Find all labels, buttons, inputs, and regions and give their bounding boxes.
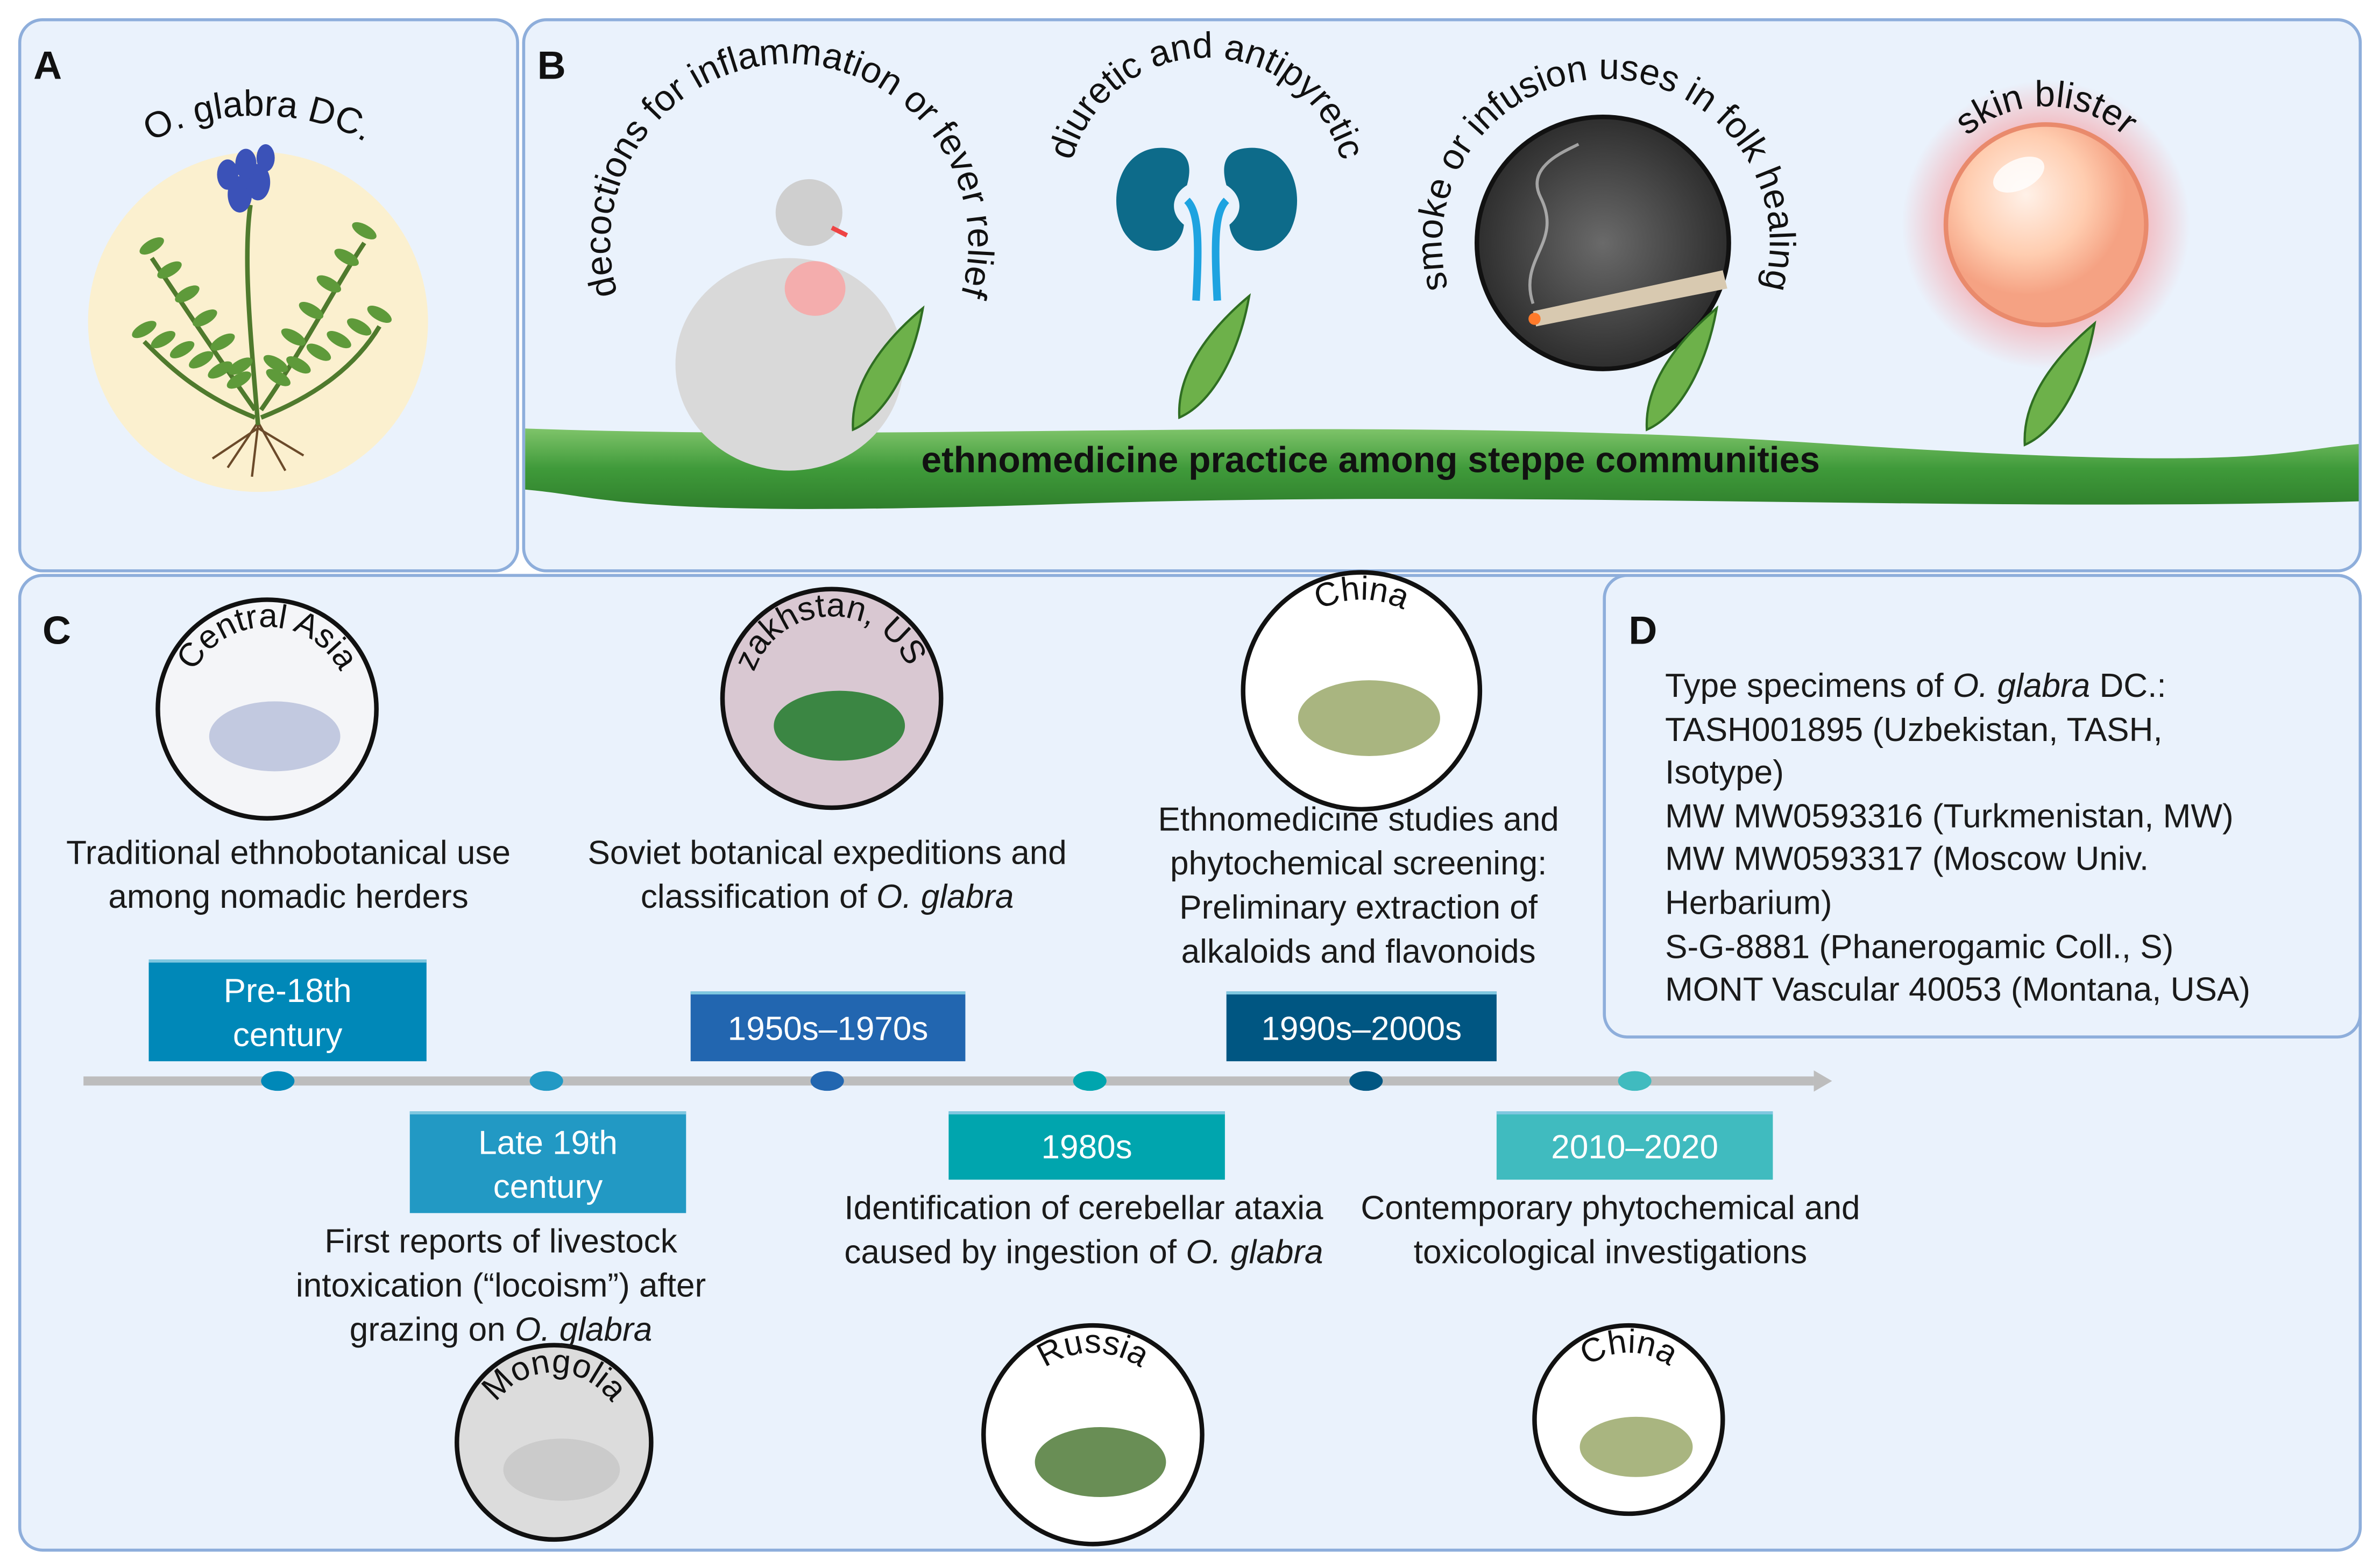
roots-icon [211, 421, 304, 477]
leaf-icons [852, 293, 2096, 447]
smoke-cigarette-icon [1474, 115, 1731, 371]
leaflets-icon [132, 222, 392, 389]
leaf-icon [852, 305, 925, 432]
panel-b-label: B [537, 42, 566, 88]
event-description: First reports of livestock intoxication … [243, 1219, 759, 1351]
region-map-central-asia: Central Asia [155, 597, 379, 821]
specimen-item: MW MW0593317 (Moscow Univ. Herbarium) [1665, 840, 2149, 922]
event-species: O. glabra [514, 1310, 653, 1349]
timeline-dot [1349, 1071, 1383, 1091]
skin-blister-icon [1902, 80, 2191, 369]
event-description: Soviet botanical expeditions and classif… [577, 830, 1078, 919]
leaf-icon [1646, 305, 1719, 432]
event-species: O. glabra [1186, 1232, 1323, 1271]
panel-c-label: C [42, 607, 71, 653]
period-box-1950s-1970s: 1950s–1970s [690, 991, 966, 1062]
plant-backdrop [88, 152, 428, 492]
panel-d [1603, 574, 2362, 1039]
event-description: Traditional ethnobotanical use among nom… [23, 830, 554, 919]
event-text: Traditional ethnobotanical use among nom… [66, 833, 511, 916]
specimen-item: MW MW0593316 (Turkmenistan, MW) [1665, 796, 2234, 835]
event-species: O. glabra [876, 877, 1014, 916]
period-box-late-19th: Late 19th century [409, 1111, 686, 1213]
period-box-1980s: 1980s [948, 1111, 1225, 1180]
specimen-item: MONT Vascular 40053 (Montana, USA) [1665, 970, 2250, 1008]
timeline-dot [1073, 1071, 1107, 1091]
person-coughing-icon [675, 179, 903, 471]
region-map-russia: Russia [981, 1323, 1205, 1547]
period-label: 1950s–1970s [727, 1008, 929, 1047]
heading-suffix: DC.: [2090, 666, 2166, 705]
kidneys-icon [1116, 147, 1298, 301]
type-specimens-list: Type specimens of O. glabra DC.: TASH001… [1665, 665, 2272, 1012]
banner-text: ethnomedicine practice among steppe comm… [922, 440, 1820, 480]
timeline-dot [810, 1071, 844, 1091]
event-text: Identification of cerebellar ataxia caus… [844, 1189, 1323, 1271]
timeline-arrow-icon [1814, 1070, 1832, 1092]
region-map-china: China [1532, 1323, 1725, 1516]
event-description: Contemporary phytochemical and toxicolog… [1348, 1186, 1873, 1274]
event-text: First reports of livestock intoxication … [295, 1222, 706, 1349]
specimen-item: S-G-8881 (Phanerogamic Coll., S) [1665, 927, 2174, 965]
leaf-icon [1178, 293, 1251, 420]
period-label: Pre-18th century [223, 971, 352, 1053]
plant-illustration: O. glabra DC. [88, 83, 428, 492]
region-map-china: China [1241, 570, 1483, 812]
green-stem-band [525, 428, 2359, 509]
event-text: Ethnomedicine studies and phytochemical … [1158, 800, 1559, 970]
panel-d-label: D [1628, 607, 1658, 653]
period-label: 2010–2020 [1551, 1128, 1719, 1166]
period-label: Late 19th century [478, 1123, 618, 1205]
period-box-1990s-2000s: 1990s–2000s [1226, 991, 1497, 1062]
event-text: Soviet botanical expeditions and classif… [587, 833, 1067, 916]
specimens-heading: Type specimens of O. glabra DC.: [1665, 665, 2272, 709]
blue-flowers-icon [217, 144, 275, 213]
specimen-item: TASH001895 (Uzbekistan, TASH, Isotype) [1665, 710, 2163, 792]
heading-text: Type specimens of [1665, 666, 1953, 705]
timeline-dot [1618, 1071, 1652, 1091]
timeline-dot [261, 1071, 295, 1091]
use-label-diuretic: diuretic and antipyretic [1041, 25, 1372, 164]
period-label: 1980s [1041, 1128, 1132, 1166]
period-box-pre-18th: Pre-18th century [148, 959, 427, 1062]
timeline-dot [529, 1071, 563, 1091]
leaf-icon [2023, 320, 2096, 447]
period-box-2010-2020: 2010–2020 [1496, 1111, 1773, 1180]
region-map-mongolia: Mongolia [455, 1343, 654, 1542]
species-title: O. glabra DC. [137, 83, 380, 149]
period-label: 1990s–2000s [1261, 1008, 1462, 1047]
event-description: Identification of cerebellar ataxia caus… [842, 1186, 1325, 1274]
timeline-axis [83, 1076, 1814, 1086]
ethnomedicine-illustration: ethnomedicine practice among steppe comm… [525, 25, 2359, 509]
panel-a-label: A [33, 42, 62, 88]
event-text: Contemporary phytochemical and toxicolog… [1361, 1189, 1860, 1271]
event-description: Ethnomedicine studies and phytochemical … [1116, 797, 1602, 973]
heading-species: O. glabra [1952, 666, 2091, 705]
